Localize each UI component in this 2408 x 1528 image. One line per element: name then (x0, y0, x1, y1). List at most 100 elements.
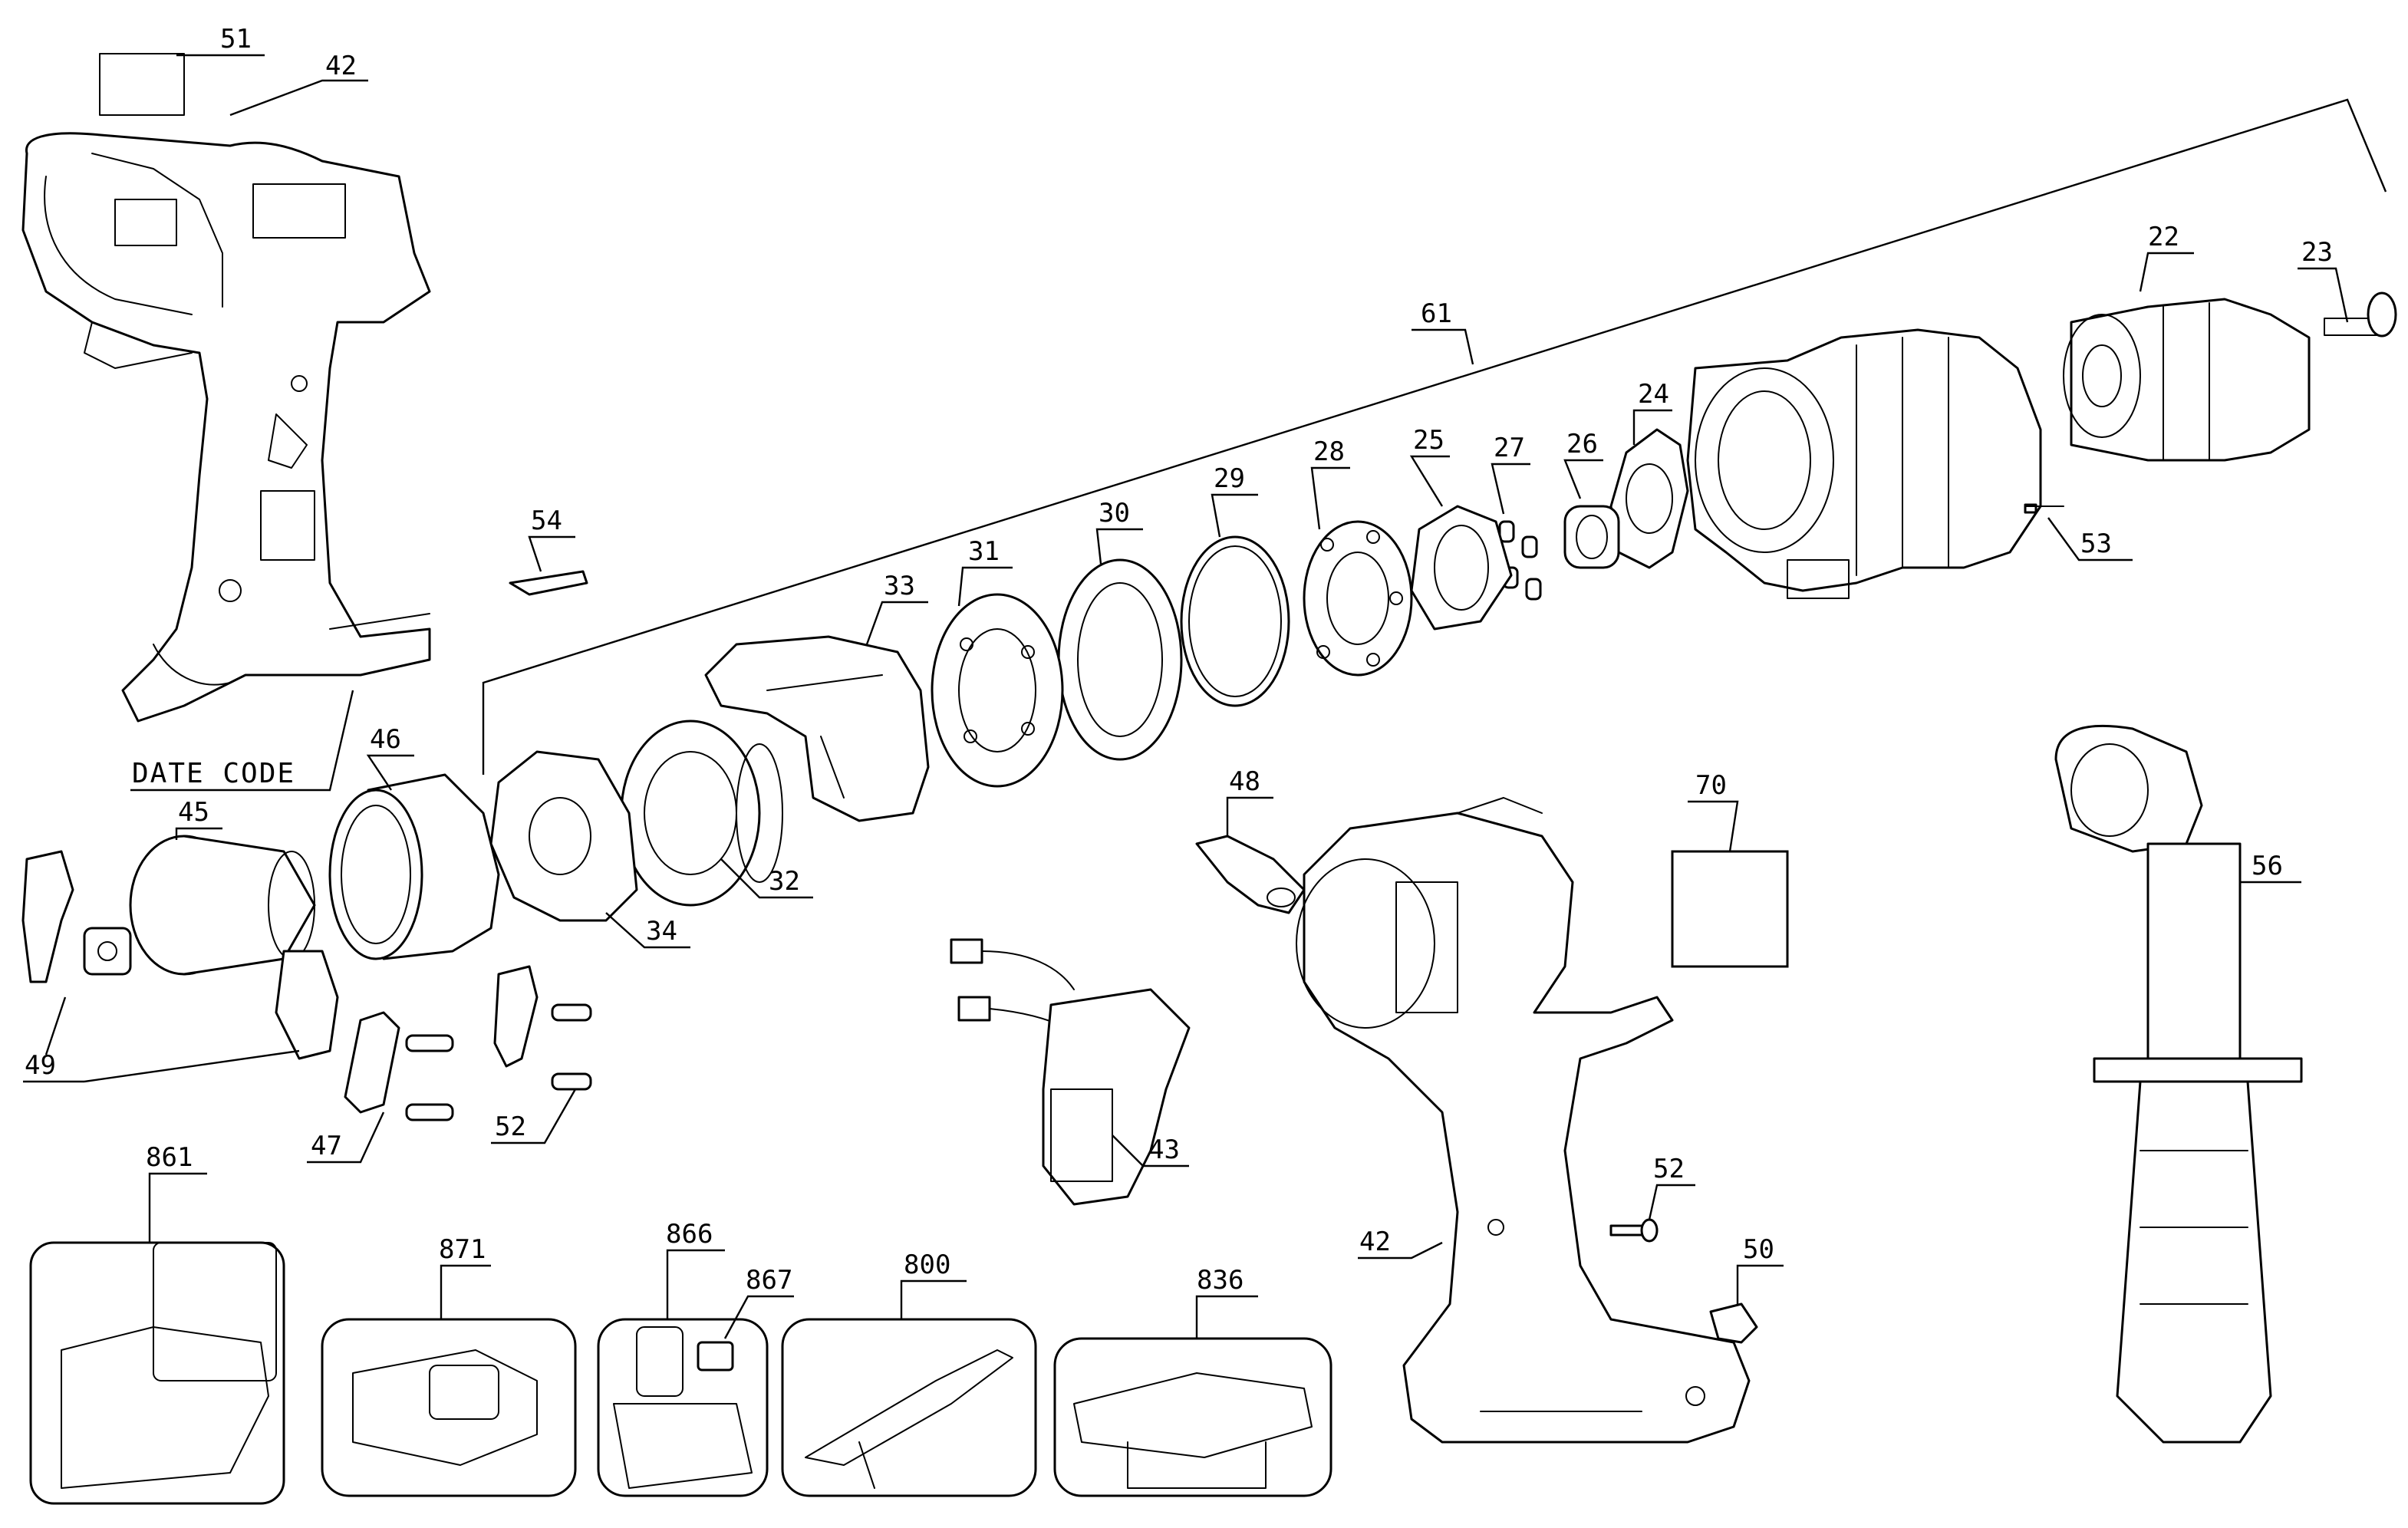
leader-42-bottom (1358, 1241, 1443, 1260)
charger-871 (321, 1318, 577, 1497)
leader-70 (1688, 800, 1739, 852)
leader-866 (666, 1249, 725, 1319)
leader-54 (528, 535, 575, 572)
leader-47 (307, 1111, 385, 1164)
callout-28: 28 (1313, 436, 1345, 467)
date-code-label: DATE CODE (132, 758, 295, 789)
ring-gear (1057, 558, 1183, 761)
callout-42-top: 42 (325, 51, 357, 81)
tool-800 (781, 1318, 1037, 1497)
switch-assembly (950, 938, 1191, 1206)
callout-861: 861 (146, 1142, 193, 1173)
gearbox-housing (1686, 328, 2042, 599)
leader-date-code (130, 690, 354, 792)
spindle-lock (1563, 505, 1620, 569)
leader-27 (1491, 463, 1530, 515)
gear-pack (620, 720, 783, 907)
battery-866 (597, 1318, 769, 1497)
callout-70: 70 (1695, 770, 1727, 801)
callout-29: 29 (1214, 463, 1245, 494)
o-ring (1180, 535, 1290, 707)
shift-mechanism (704, 635, 930, 822)
shift-washer (1609, 428, 1689, 569)
side-handle (2054, 724, 2303, 1444)
callout-48: 48 (1229, 766, 1260, 797)
callout-61: 61 (1421, 298, 1452, 329)
leader-50 (1736, 1264, 1784, 1304)
armature (83, 835, 316, 976)
housing-half-right (1296, 797, 1751, 1444)
leader-861 (148, 1172, 207, 1243)
callout-871: 871 (439, 1234, 486, 1265)
leader-48 (1226, 796, 1273, 836)
leader-22 (2139, 252, 2194, 292)
callout-867: 867 (746, 1265, 792, 1296)
callout-866: 866 (666, 1219, 713, 1250)
callout-45: 45 (178, 797, 209, 828)
callout-22: 22 (2148, 222, 2179, 252)
leader-31 (957, 566, 1013, 607)
leader-34 (605, 912, 690, 949)
callout-56: 56 (2252, 851, 2283, 881)
leader-52-left (491, 1088, 577, 1144)
callout-31: 31 (968, 536, 1000, 567)
chuck-screw (2324, 291, 2397, 338)
motor-mount (489, 750, 638, 922)
motor-clip-47 (344, 1011, 454, 1121)
callout-30: 30 (1099, 498, 1130, 529)
callout-34: 34 (646, 916, 677, 947)
54-clip (509, 570, 588, 596)
leader-53 (2047, 517, 2133, 561)
callout-43: 43 (1148, 1134, 1180, 1165)
leader-23 (2298, 267, 2349, 323)
callout-47: 47 (311, 1131, 342, 1161)
leader-28 (1310, 466, 1350, 530)
battery-cap-867 (697, 1341, 734, 1372)
leader-26 (1563, 459, 1603, 499)
callout-49: 49 (25, 1050, 56, 1081)
clip-50 (1709, 1302, 1758, 1344)
case-861 (29, 1241, 285, 1505)
callout-33: 33 (884, 571, 915, 601)
kit-box-836 (1053, 1337, 1332, 1497)
leader-49 (44, 996, 300, 1083)
callout-836: 836 (1197, 1265, 1244, 1296)
leader-33 (865, 601, 928, 645)
leader-61-tag (1412, 328, 1474, 365)
callout-26: 26 (1566, 429, 1598, 459)
callout-53: 53 (2080, 529, 2112, 559)
housing-screw-52 (1609, 1218, 1659, 1243)
leader-29 (1211, 493, 1258, 538)
ring-gear-carrier (1303, 520, 1413, 677)
callout-54: 54 (531, 505, 562, 536)
leader-32 (720, 858, 813, 899)
leader-43 (1112, 1134, 1189, 1167)
leader-45 (175, 827, 222, 840)
callout-52-right: 52 (1653, 1154, 1685, 1184)
callout-27: 27 (1494, 433, 1525, 463)
callout-50: 50 (1743, 1234, 1774, 1265)
leader-52-right (1648, 1184, 1695, 1220)
leader-836 (1195, 1295, 1258, 1339)
keyless-chuck (2063, 298, 2311, 462)
leader-42-top (229, 79, 368, 117)
callout-42-bottom: 42 (1359, 1227, 1391, 1257)
leader-800 (900, 1279, 967, 1319)
callout-23: 23 (2301, 237, 2333, 268)
housing-screw-53 (2024, 503, 2064, 514)
leader-61 (482, 98, 2387, 775)
leader-56 (2238, 881, 2301, 951)
direction-lever (1195, 835, 1306, 914)
label-70-outline (1671, 850, 1789, 968)
planet-carrier (931, 593, 1064, 788)
motor-clip-52 (493, 965, 592, 1091)
leader-867 (723, 1295, 794, 1339)
leader-25 (1409, 455, 1450, 507)
callout-32: 32 (769, 866, 800, 897)
housing-half-left (21, 53, 431, 723)
callout-24: 24 (1638, 379, 1669, 410)
callout-51: 51 (220, 24, 252, 54)
leader-30 (1095, 528, 1143, 565)
brush-holders (21, 850, 339, 1060)
